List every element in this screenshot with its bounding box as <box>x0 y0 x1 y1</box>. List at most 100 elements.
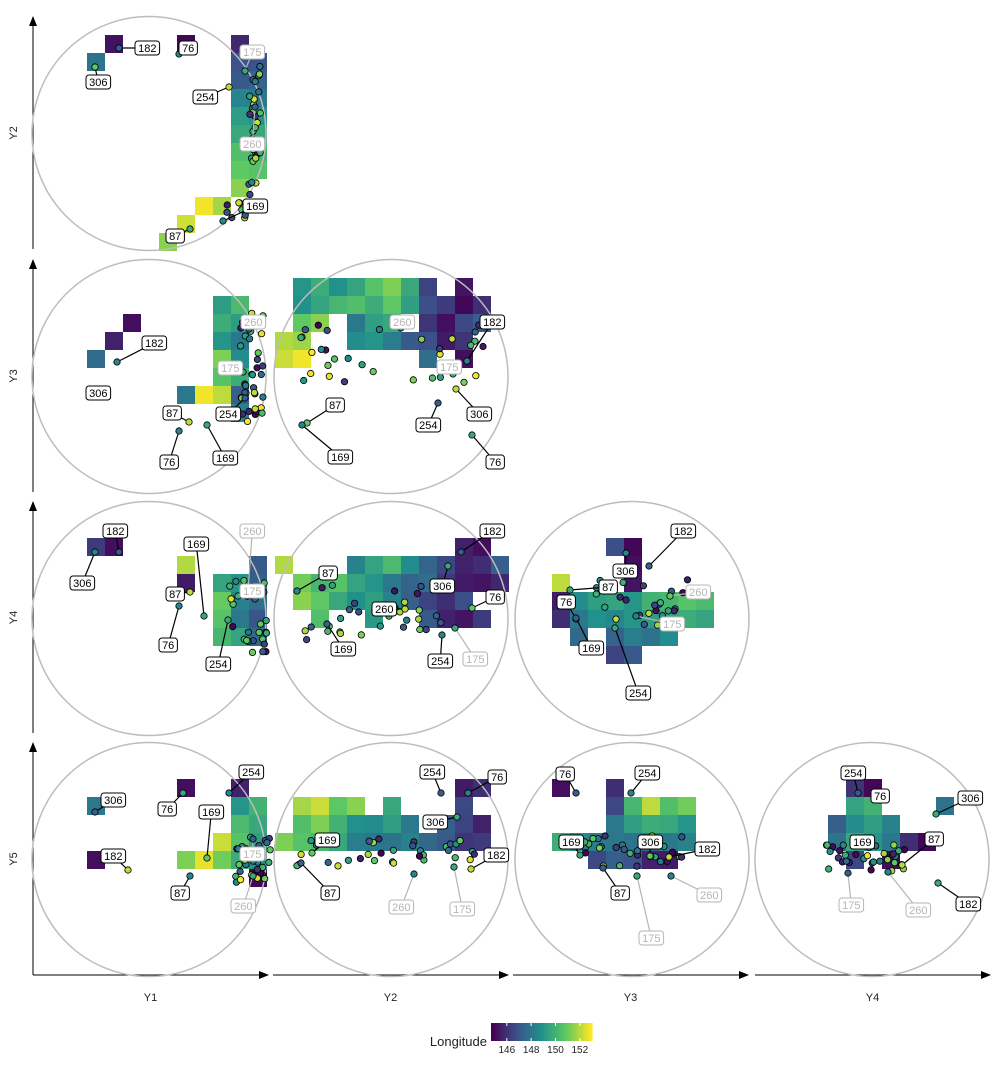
colorbar-segment <box>567 1023 571 1041</box>
point-label-box <box>158 637 178 653</box>
labelled-point <box>179 789 187 797</box>
data-point <box>246 335 254 343</box>
colorbar-segment <box>541 1023 545 1041</box>
bin-tile <box>624 592 642 610</box>
colorbar-segment <box>497 1023 500 1041</box>
bin-tile <box>347 574 365 592</box>
data-point <box>262 617 270 625</box>
bin-tile <box>491 556 509 574</box>
data-point <box>640 620 648 629</box>
bin-tile <box>552 610 570 628</box>
labelled-point <box>884 868 892 876</box>
data-point <box>358 361 366 369</box>
bin-tile <box>419 556 437 574</box>
data-point <box>869 858 878 866</box>
bin-tile <box>383 797 401 815</box>
data-point <box>437 619 445 627</box>
data-point <box>391 587 399 595</box>
bin-tile <box>365 296 383 314</box>
labelled-point <box>627 789 635 797</box>
bin-tile <box>213 833 231 851</box>
colorbar-segment <box>579 1023 583 1041</box>
data-point <box>246 190 254 199</box>
bin-tile <box>401 815 419 833</box>
point-label-box <box>318 565 338 581</box>
data-point <box>258 409 266 417</box>
point-label: 175 <box>243 47 261 59</box>
data-point <box>324 361 332 370</box>
y-axis-label: Y3 <box>8 369 20 382</box>
point-label-box <box>466 406 493 422</box>
point-label-box <box>178 40 198 56</box>
y-axis-label: Y4 <box>8 611 20 624</box>
data-point <box>345 606 354 614</box>
data-point <box>436 373 444 381</box>
labelled-point <box>91 548 99 556</box>
point-label-box <box>240 314 267 330</box>
data-point <box>266 846 274 854</box>
bin-tile <box>473 556 491 574</box>
point-label: 260 <box>243 526 261 538</box>
labelled-point <box>450 863 458 871</box>
labelled-point <box>611 624 619 632</box>
data-point <box>889 850 897 858</box>
data-point <box>417 582 425 591</box>
point-label-box <box>157 801 177 817</box>
point-label-box <box>242 198 269 214</box>
bin-tile <box>419 350 437 368</box>
data-point <box>307 369 315 378</box>
data-point <box>357 631 365 639</box>
point-label: 306 <box>616 566 634 578</box>
data-point <box>456 837 464 845</box>
bin-tile <box>828 815 846 833</box>
data-point <box>409 842 417 850</box>
point-label: 76 <box>874 791 886 803</box>
data-point <box>336 614 345 623</box>
point-label: 306 <box>641 837 659 849</box>
labelled-point <box>224 616 232 624</box>
bin-tile <box>401 332 419 350</box>
labelled-point <box>444 562 452 570</box>
bin-tile <box>231 161 249 179</box>
labelled-point <box>463 357 471 365</box>
bin-tile <box>365 574 383 592</box>
point-label: 260 <box>392 902 410 914</box>
bin-tile <box>552 779 570 797</box>
colorbar-segment <box>513 1023 516 1041</box>
data-point <box>399 623 408 631</box>
labelled-point <box>323 620 331 628</box>
labelled-point <box>186 225 194 233</box>
labelled-point <box>451 624 459 632</box>
data-point <box>336 629 345 637</box>
bin-tile <box>231 179 249 197</box>
point-label-box <box>634 765 661 781</box>
data-point <box>683 576 692 584</box>
point-label: 87 <box>169 231 181 243</box>
bin-tile <box>455 314 473 332</box>
bin-tile <box>347 314 365 332</box>
colorbar-segment <box>551 1023 555 1041</box>
data-point <box>890 841 898 849</box>
point-label-box <box>957 790 984 806</box>
point-label: 87 <box>614 888 626 900</box>
point-label: 306 <box>433 581 451 593</box>
data-point <box>413 590 421 598</box>
point-label-box <box>905 902 932 918</box>
colorbar-segment <box>563 1023 567 1041</box>
labelled-point <box>249 872 257 880</box>
data-point <box>260 640 268 648</box>
bin-tile <box>455 610 473 628</box>
label-leader-line <box>636 875 652 939</box>
point-label: 260 <box>375 604 393 616</box>
data-point <box>460 378 468 386</box>
bin-tile <box>293 350 311 368</box>
bin-tile <box>213 314 231 332</box>
point-label-box <box>239 44 266 60</box>
point-label: 260 <box>234 901 252 913</box>
data-point <box>255 88 263 96</box>
data-point <box>409 376 417 384</box>
point-label: 175 <box>243 849 261 861</box>
